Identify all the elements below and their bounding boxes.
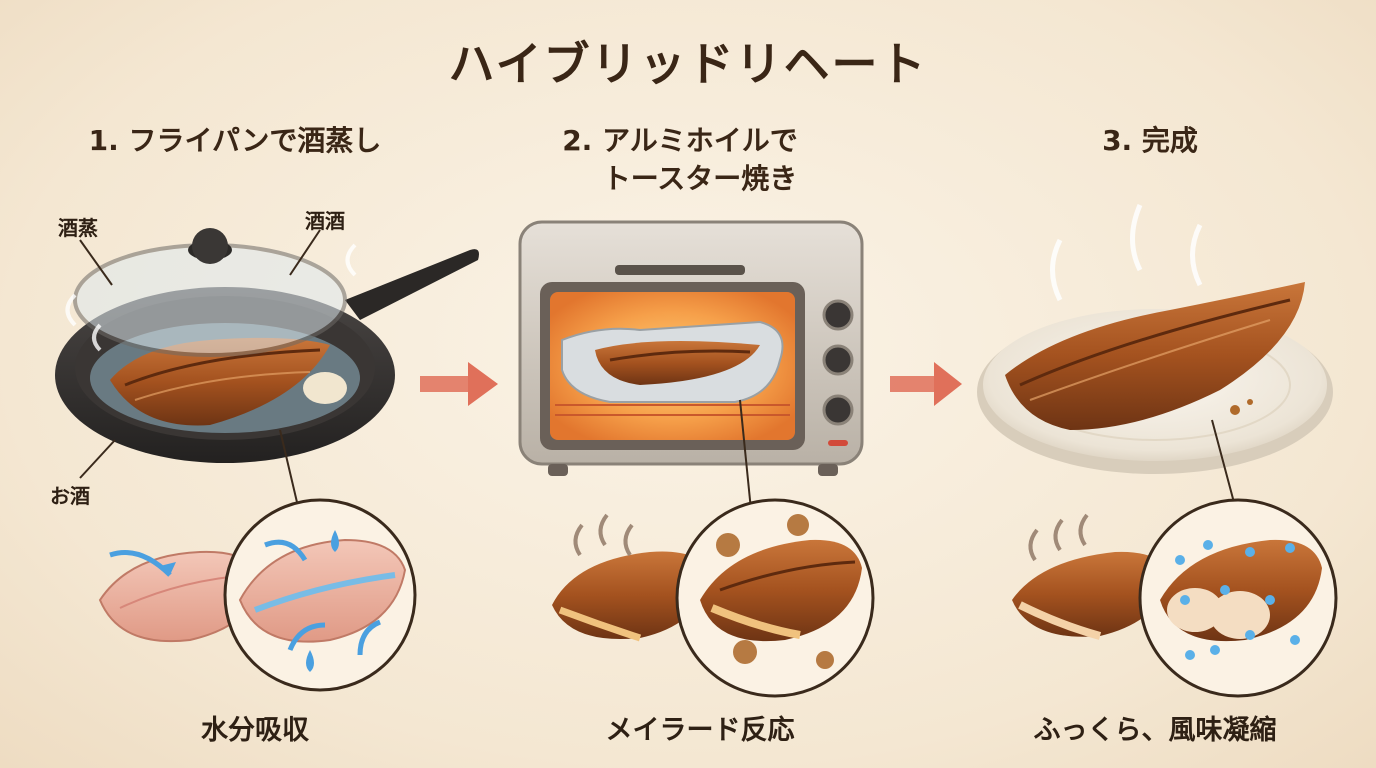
steam-icon xyxy=(1028,513,1089,562)
step-3-magnifier xyxy=(1138,498,1338,698)
step-3-heading-line1: 3. 完成 xyxy=(1102,124,1198,157)
step-3-heading: 3. 完成 xyxy=(1000,122,1300,160)
aluminum-foil-icon xyxy=(561,320,784,403)
water-drop-icon xyxy=(331,530,339,552)
step-1-raw-fillet xyxy=(98,550,264,643)
glass-lid-icon xyxy=(73,228,347,357)
step-3-caption: ふっくら、風味凝縮 xyxy=(1033,715,1277,746)
label-pan: お酒 xyxy=(50,484,90,508)
step-2-heading-line2: トースター焼き xyxy=(602,162,798,195)
step-3-plump-fillet xyxy=(1012,513,1172,640)
finished-eel xyxy=(1005,282,1305,430)
step-1-heading-line1: 1. フライパンで酒蒸し xyxy=(88,124,382,157)
arrow-right-icon xyxy=(420,362,498,406)
steam-icon xyxy=(1050,204,1203,302)
step-2-caption: メイラード反応 xyxy=(605,715,795,746)
label-lid-right: 酒酒 xyxy=(305,209,345,233)
step-1-heading: 1. フライパンで酒蒸し xyxy=(40,122,430,160)
step-2-magnifier xyxy=(675,498,875,698)
step-2-grilled-fillet xyxy=(552,513,712,642)
label-lid-left: 酒蒸 xyxy=(58,216,98,240)
step-1-caption: 水分吸収 xyxy=(201,715,309,746)
steam-icon xyxy=(573,513,634,557)
arrow-right-icon xyxy=(890,362,962,406)
page-title: ハイブリッドリヘート xyxy=(448,37,928,91)
steam-icon xyxy=(65,243,357,352)
step-1-magnifier xyxy=(223,498,417,692)
step-2-heading: 2. アルミホイルで トースター焼き xyxy=(490,122,870,198)
step-2-heading-line1: 2. アルミホイルで xyxy=(562,124,798,157)
water-drop-icon xyxy=(306,650,314,672)
